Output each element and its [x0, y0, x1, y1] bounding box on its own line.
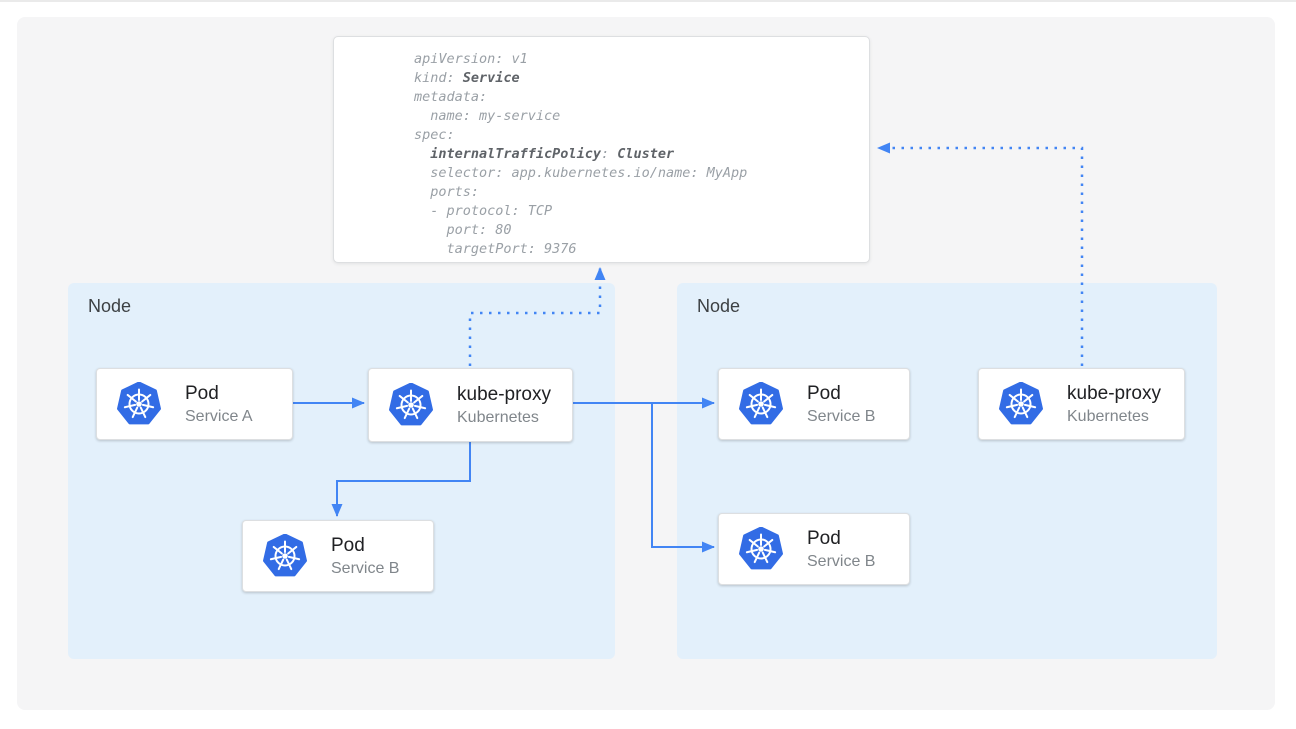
- yaml-line: targetPort: 9376: [414, 241, 577, 257]
- node-box-right: Node: [677, 283, 1217, 659]
- card-subtitle: Kubernetes: [457, 408, 539, 426]
- kubernetes-icon: [739, 527, 783, 570]
- card-title: Pod: [807, 382, 841, 404]
- card-title: kube-proxy: [1067, 382, 1161, 404]
- top-divider: [0, 0, 1296, 2]
- kubernetes-icon: [999, 382, 1043, 425]
- card-pod-service-b-right-bottom: Pod Service B: [718, 513, 910, 585]
- yaml-line: ports:: [414, 184, 480, 200]
- card-title: Pod: [331, 534, 365, 556]
- yaml-line: kind: Service: [414, 70, 520, 86]
- yaml-line: name: my-service: [414, 108, 561, 124]
- yaml-code: apiVersion: v1 kind: Service metadata: nam…: [414, 50, 859, 259]
- kubernetes-icon: [117, 382, 161, 425]
- node-label: Node: [88, 296, 132, 316]
- card-title: Pod: [807, 527, 841, 549]
- yaml-line: - protocol: TCP: [414, 203, 553, 219]
- kubernetes-icon: [739, 382, 783, 425]
- kubernetes-icon: [263, 534, 307, 577]
- card-subtitle: Kubernetes: [1067, 407, 1149, 425]
- yaml-line: apiVersion: v1: [414, 51, 528, 67]
- card-kube-proxy-left: kube-proxy Kubernetes: [368, 368, 573, 442]
- card-subtitle: Service B: [807, 407, 876, 425]
- card-pod-service-a: Pod Service A: [96, 368, 293, 440]
- yaml-line: selector: app.kubernetes.io/name: MyApp: [414, 165, 748, 181]
- card-pod-service-b-left: Pod Service B: [242, 520, 434, 592]
- card-subtitle: Service B: [807, 552, 876, 570]
- kubernetes-icon: [389, 383, 433, 426]
- card-subtitle: Service B: [331, 559, 400, 577]
- card-subtitle: Service A: [185, 407, 253, 425]
- card-kube-proxy-right: kube-proxy Kubernetes: [978, 368, 1185, 440]
- node-box-left: Node: [68, 283, 615, 659]
- yaml-line: metadata:: [414, 89, 488, 105]
- card-title: Pod: [185, 382, 219, 404]
- service-yaml-card: apiVersion: v1 kind: Service metadata: nam…: [333, 36, 870, 263]
- card-title: kube-proxy: [457, 383, 551, 405]
- yaml-line: spec:: [414, 127, 455, 143]
- yaml-line: port: 80: [414, 222, 512, 238]
- yaml-line: internalTrafficPolicy: Cluster: [430, 146, 675, 162]
- node-label: Node: [697, 296, 741, 316]
- card-pod-service-b-right-top: Pod Service B: [718, 368, 910, 440]
